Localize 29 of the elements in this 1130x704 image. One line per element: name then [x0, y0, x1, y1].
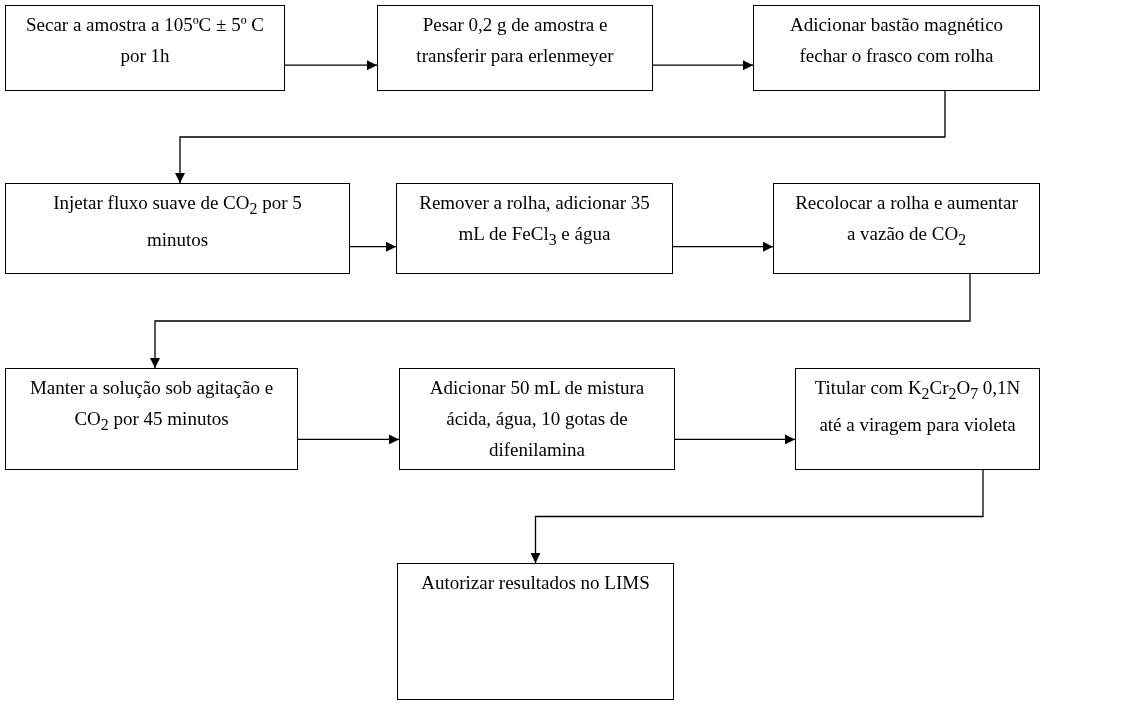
process-box [5, 5, 285, 91]
arrow [349, 241, 397, 252]
step-text: Pesar 0,2 g de amostra e transferir para erlenmeyer [415, 13, 615, 68]
process-box [773, 183, 1040, 274]
arrow [674, 434, 796, 445]
step-text: Adicionar bastão magnético fechar o frasco com rolha [788, 13, 1005, 68]
step-text: Secar a amostra a 105ºC ± 5º C por 1h [25, 13, 265, 68]
arrow [530, 469, 984, 564]
arrow [297, 434, 400, 445]
step-text: Autorizar resultados no LIMS [421, 571, 650, 595]
arrow [672, 241, 774, 252]
step-text: Manter a solução sob agitação e CO$_{2}$ por 45 minutos [28, 376, 275, 435]
process-box [399, 368, 675, 470]
process-box [377, 5, 653, 91]
step-text: Titular com K$_{2}$Cr$_{2}$O$_{7}$ 0,1N até a viragem para violeta [814, 376, 1021, 437]
step-text: Injetar fluxo suave de CO$_{2}$ por 5 minutos [52, 191, 303, 252]
step-text: Adicionar 50 mL de mistura ácida, água, 10 gotas de difenilamina [428, 376, 646, 462]
process-box [5, 368, 298, 470]
process-box [795, 368, 1040, 470]
process-box [397, 563, 674, 700]
step-text: Recolocar a rolha e aumentar a vazão de CO$_{2}$ [794, 191, 1019, 250]
arrow [652, 60, 754, 71]
arrow [150, 273, 971, 369]
arrow [175, 90, 946, 184]
process-box [5, 183, 350, 274]
step-text: Remover a rolha, adicionar 35 mL de FeCl$_{3}$ e água [418, 191, 651, 250]
process-box [753, 5, 1040, 91]
process-box [396, 183, 673, 274]
arrow [284, 60, 378, 71]
